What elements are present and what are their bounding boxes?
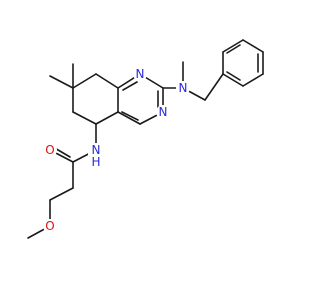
bond <box>242 39 264 53</box>
atom-bg <box>43 219 57 233</box>
atom-bg <box>176 81 190 95</box>
bond <box>122 81 138 91</box>
bond <box>49 187 74 201</box>
atom-label-layer: N N N N H O O <box>43 67 190 233</box>
bond <box>226 71 241 81</box>
ether-oxygen-label: O <box>45 219 54 233</box>
bond <box>222 39 244 53</box>
bond <box>95 73 119 89</box>
bond <box>121 111 139 121</box>
amino-nitrogen-label: N <box>179 81 188 95</box>
atom-bg <box>43 143 57 157</box>
bond <box>226 44 241 54</box>
atom-bg <box>133 67 147 81</box>
bond <box>204 73 224 101</box>
atom-bg <box>156 105 170 119</box>
amide-nitrogen-label: N <box>92 143 101 157</box>
ring-nitrogen-lower-label: N <box>159 105 168 119</box>
bond <box>242 73 264 87</box>
carbonyl-oxygen-label: O <box>45 143 54 157</box>
bond <box>49 75 74 89</box>
bond <box>72 111 97 125</box>
ring-nitrogen-upper-label: N <box>136 67 145 81</box>
atom-bg <box>88 143 104 167</box>
bond <box>72 73 97 89</box>
amide-hydrogen-label: H <box>91 155 100 169</box>
bond <box>117 111 141 125</box>
molecule-diagram: N N N N H O O <box>27 39 264 239</box>
bond <box>95 111 119 125</box>
bond <box>222 73 244 87</box>
